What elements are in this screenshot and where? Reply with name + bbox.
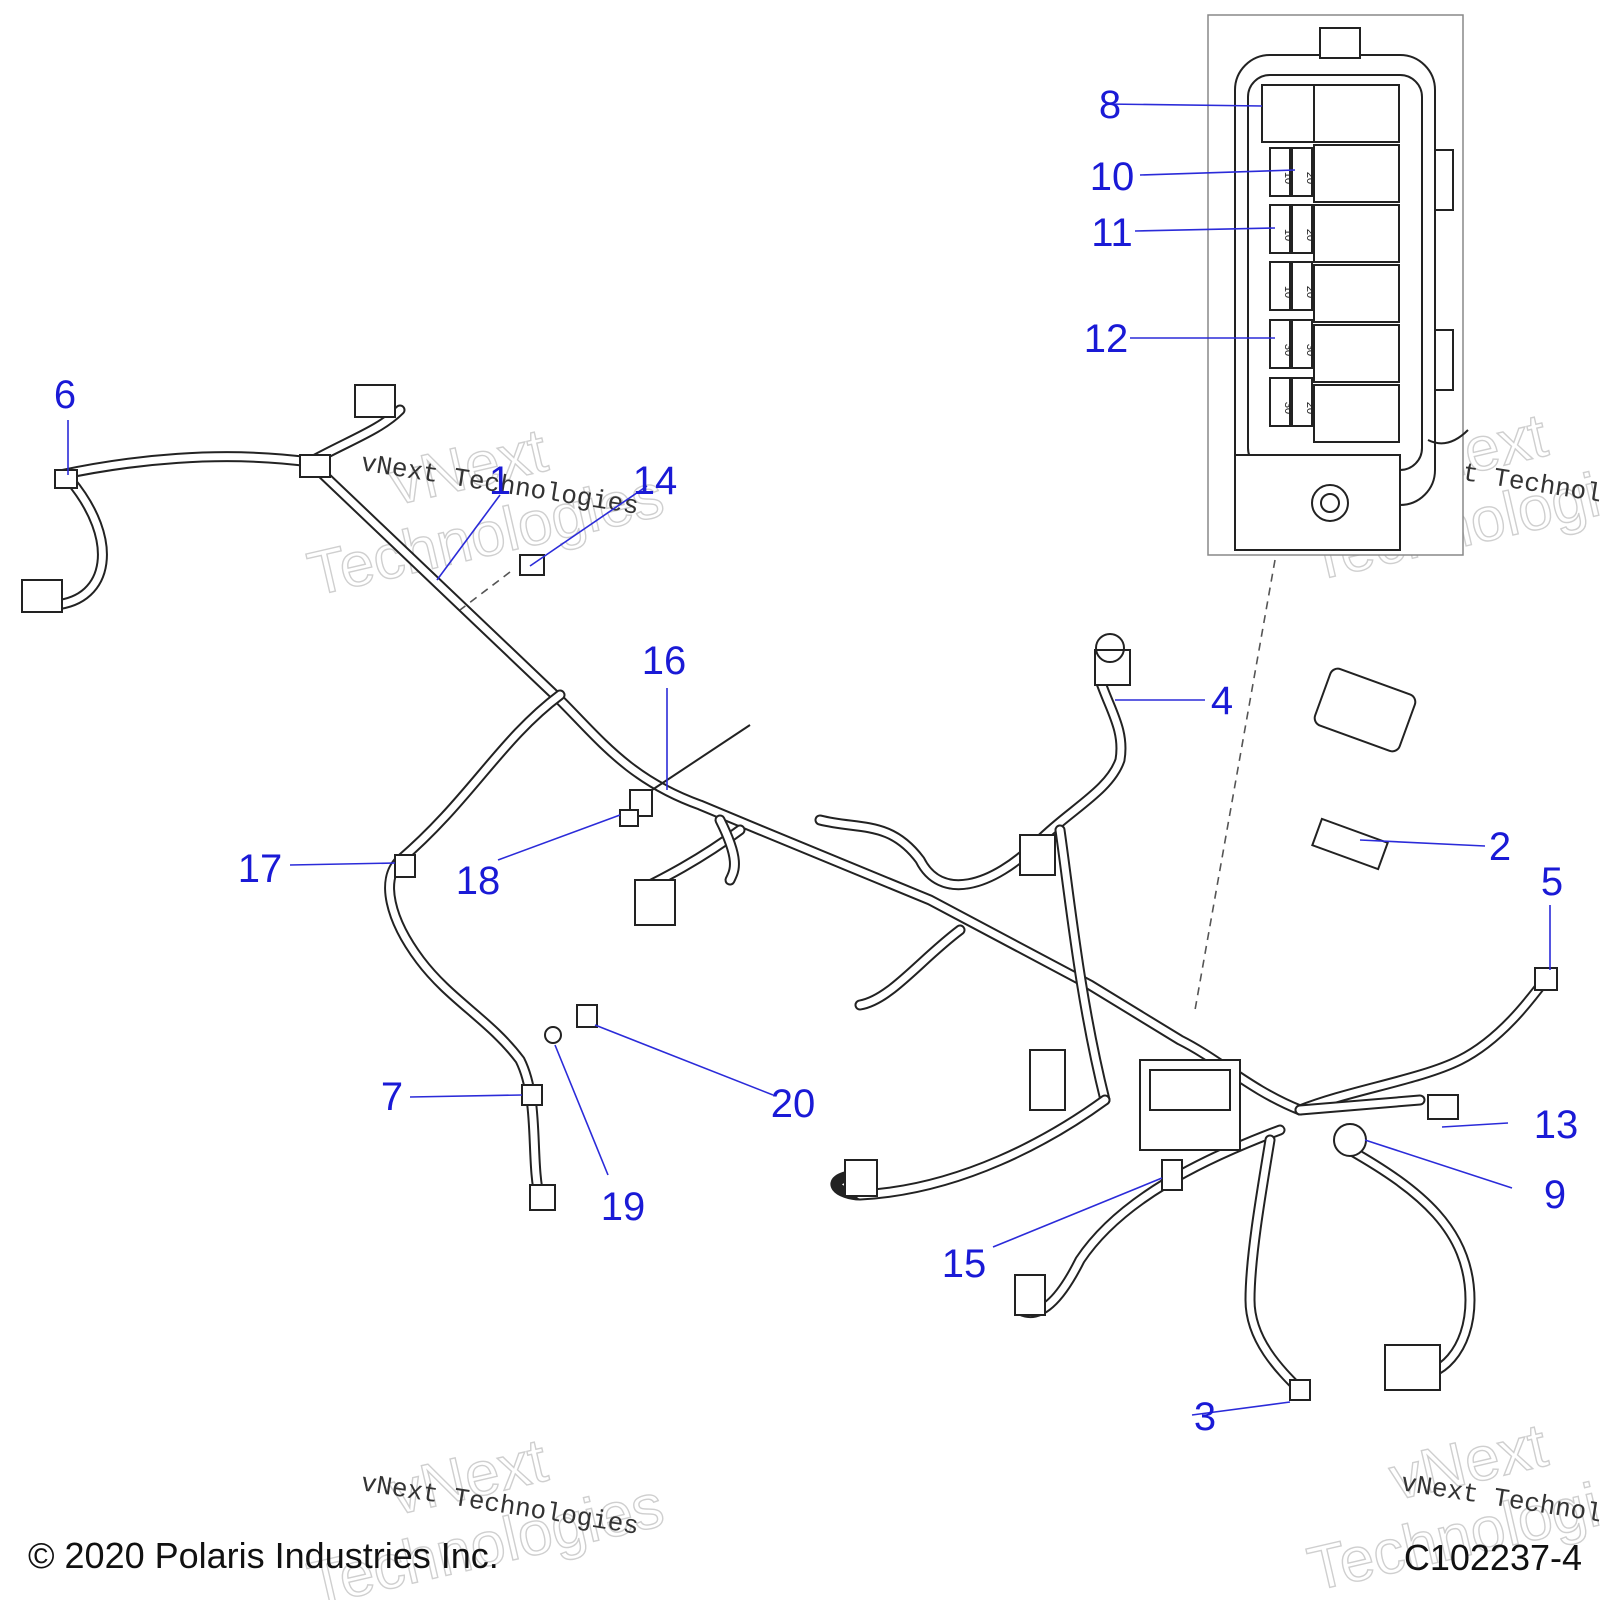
fuse-label: 10 [1282, 286, 1294, 298]
clip-top-junction [299, 454, 331, 478]
leader-lines [67, 103, 1551, 1416]
housing-clips [1435, 149, 1454, 391]
callout-3: 3 [1194, 1395, 1216, 1439]
clip-5 [1534, 967, 1558, 991]
sensor-connector [634, 879, 676, 926]
harness-components [21, 384, 1558, 1401]
cable-tie-16 [651, 724, 751, 791]
relay-4 [1313, 264, 1400, 323]
coil-connector [1029, 1049, 1066, 1111]
callout-8: 8 [1099, 83, 1121, 127]
relay-5 [1313, 324, 1400, 383]
fuse-label: 20 [1304, 286, 1316, 298]
connector-front-left [844, 1159, 878, 1197]
fuse-label: 20 [1304, 172, 1316, 184]
callout-17: 17 [238, 847, 283, 891]
fuse-label: 10 [1282, 172, 1294, 184]
connector-top [354, 384, 396, 418]
clip-18 [619, 809, 639, 827]
clip-7 [521, 1084, 543, 1106]
callout-15: 15 [942, 1242, 987, 1286]
clip-20 [576, 1004, 598, 1028]
callout-10: 10 [1090, 155, 1135, 199]
trunk-wire [54, 451, 1306, 1116]
inset-reference-line [1194, 559, 1276, 1011]
grommet-19 [544, 1026, 562, 1044]
bracket-15 [1161, 1159, 1183, 1191]
relay-1 [1313, 84, 1400, 143]
callout-18: 18 [456, 859, 501, 903]
callout-5: 5 [1541, 860, 1563, 904]
fuse-label: 30 [1304, 344, 1316, 356]
clip-17 [394, 854, 416, 878]
connector-lower-right [1384, 1344, 1441, 1391]
clip-3 [1289, 1379, 1311, 1401]
callout-4: 4 [1211, 679, 1233, 723]
callout-6: 6 [54, 373, 76, 417]
copyright-notice: © 2020 Polaris Industries Inc. [28, 1535, 499, 1576]
callout-11: 11 [1091, 211, 1133, 255]
connector-13 [1427, 1094, 1459, 1120]
ground-terminal-4 [1094, 649, 1131, 686]
grommet-9 [1333, 1123, 1367, 1157]
relay-3 [1313, 204, 1400, 263]
fuse-label: 30 [1282, 402, 1294, 414]
watermark-layer: vNext Technologies vNext Technologies vN… [301, 400, 1600, 1600]
connector-lower-left [1014, 1274, 1046, 1316]
callout-9: 9 [1544, 1173, 1566, 1217]
connector-7-end [529, 1184, 556, 1211]
connector-left [21, 579, 63, 613]
fuse-label: 20 [1304, 229, 1316, 241]
fuse-column [1269, 147, 1313, 427]
callout-2: 2 [1489, 825, 1511, 869]
callout-13: 13 [1534, 1103, 1579, 1147]
fuse-box-inset: 10 20 10 20 10 20 30 30 30 20 [1207, 14, 1469, 556]
relay-2 [1313, 144, 1400, 203]
callout-7: 7 [381, 1075, 403, 1119]
fuse-label-sheet-2 [1311, 817, 1389, 871]
callout-16: 16 [642, 639, 687, 683]
callout-19: 19 [601, 1185, 646, 1229]
callout-12: 12 [1084, 317, 1129, 361]
fuse-label: 30 [1282, 344, 1294, 356]
connector-center [1019, 834, 1056, 876]
drawing-number: C102237-4 [1404, 1537, 1582, 1578]
callout-14: 14 [633, 459, 678, 503]
fuse-box-cover [1313, 667, 1417, 753]
callout-20: 20 [771, 1082, 816, 1126]
callout-labels: 1 2 3 4 5 6 7 8 9 10 11 12 13 14 15 16 1… [54, 83, 1578, 1439]
clip-6 [54, 469, 78, 489]
relay-slot-8 [1261, 84, 1315, 143]
mount-hole-inner [1320, 493, 1340, 513]
fuse-label: 20 [1304, 402, 1316, 414]
fuse-box-tab [1319, 27, 1361, 59]
relay-6 [1313, 384, 1400, 443]
callout-1: 1 [489, 459, 511, 503]
fuse-label: 10 [1282, 229, 1294, 241]
